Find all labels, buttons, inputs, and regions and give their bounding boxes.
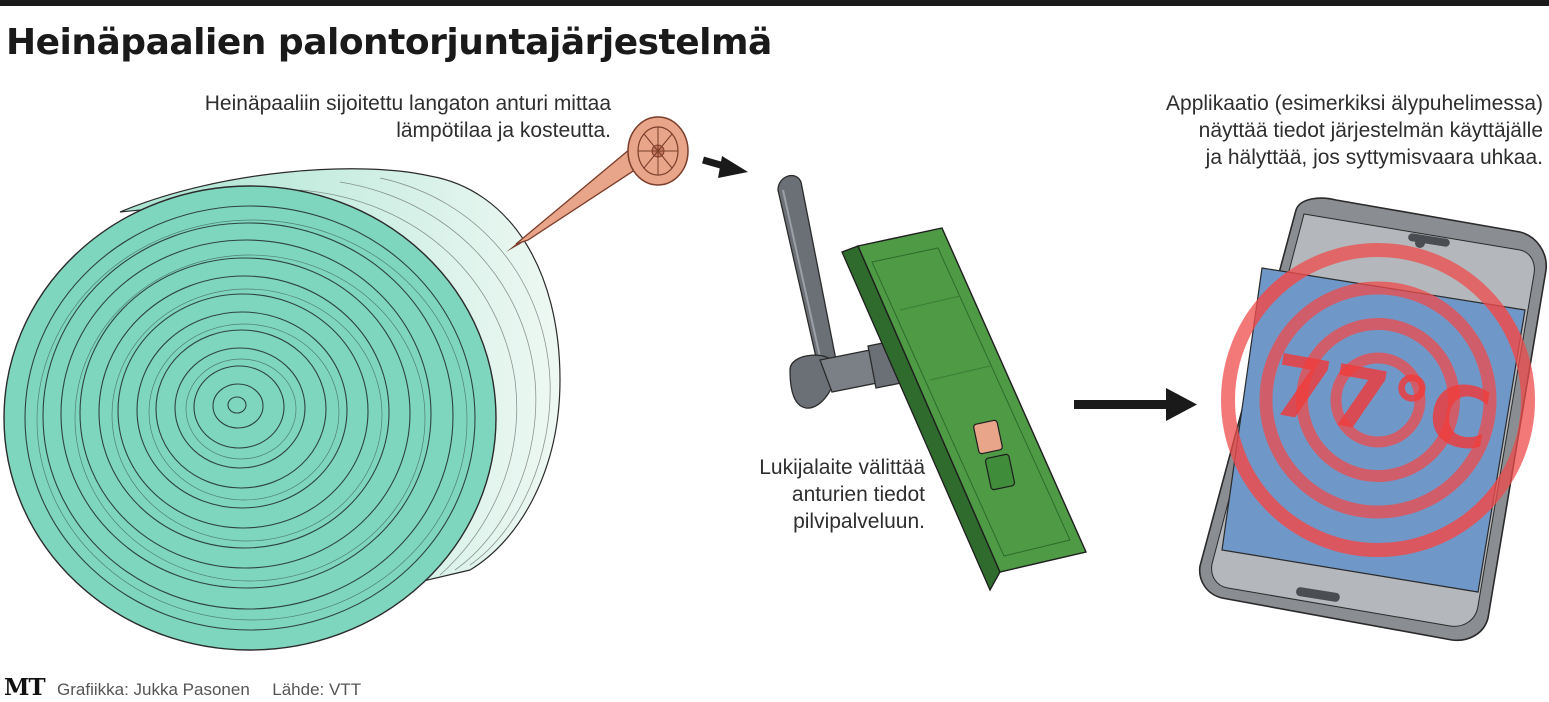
- status-led-orange: [973, 419, 1003, 455]
- sensor-caption-line: Heinäpaaliin sijoitettu langaton anturi …: [204, 92, 611, 115]
- app-caption-line: näyttää tiedot järjestelmän käyttäjälle: [1198, 119, 1543, 142]
- bale-face: [3, 185, 497, 651]
- phone-camera: [1415, 238, 1425, 248]
- top-rule: [0, 0, 1549, 6]
- sensor-caption: Heinäpaaliin sijoitettu langaton anturi …: [205, 90, 611, 144]
- bale-swirl-strokes: [36, 219, 468, 621]
- phone-speaker: [1408, 233, 1450, 247]
- footer: MT Grafiikka: Jukka Pasonen Lähde: VTT: [4, 674, 361, 701]
- alert-rings: [1221, 243, 1535, 557]
- arrow-reader-to-phone-icon: [1074, 388, 1197, 421]
- hay-bale-illustration: [3, 168, 561, 651]
- app-caption-line: ja hälyttää, jos syttymisvaara uhkaa.: [1205, 146, 1543, 169]
- reader-caption-line: anturien tiedot: [791, 483, 925, 506]
- bale-swirl: [24, 205, 476, 631]
- phone-home-button: [1296, 587, 1340, 602]
- graphics-credit: Grafiikka: Jukka Pasonen: [57, 680, 250, 699]
- reader-caption: Lukijalaite välittää anturien tiedot pil…: [759, 454, 925, 535]
- arrow-sensor-to-reader-icon: [702, 156, 748, 178]
- app-caption: Applikaatio (esimerkiksi älypuhelimessa)…: [1166, 90, 1543, 171]
- source-credit: Lähde: VTT: [272, 680, 362, 699]
- reader-caption-line: pilvipalveluun.: [793, 510, 925, 533]
- app-caption-line: Applikaatio (esimerkiksi älypuhelimessa): [1166, 92, 1543, 115]
- reader-box-top: [857, 227, 1087, 573]
- reader-caption-line: Lukijalaite välittää: [759, 456, 925, 479]
- status-led-green: [984, 453, 1016, 491]
- sensor-illustration: [506, 116, 689, 252]
- reader-device-illustration: [777, 174, 1087, 592]
- sensor-caption-line: lämpötilaa ja kosteutta.: [396, 119, 611, 142]
- page-title: Heinäpaalien palontorjuntajärjestelmä: [6, 22, 772, 63]
- mt-logo: MT: [4, 674, 46, 701]
